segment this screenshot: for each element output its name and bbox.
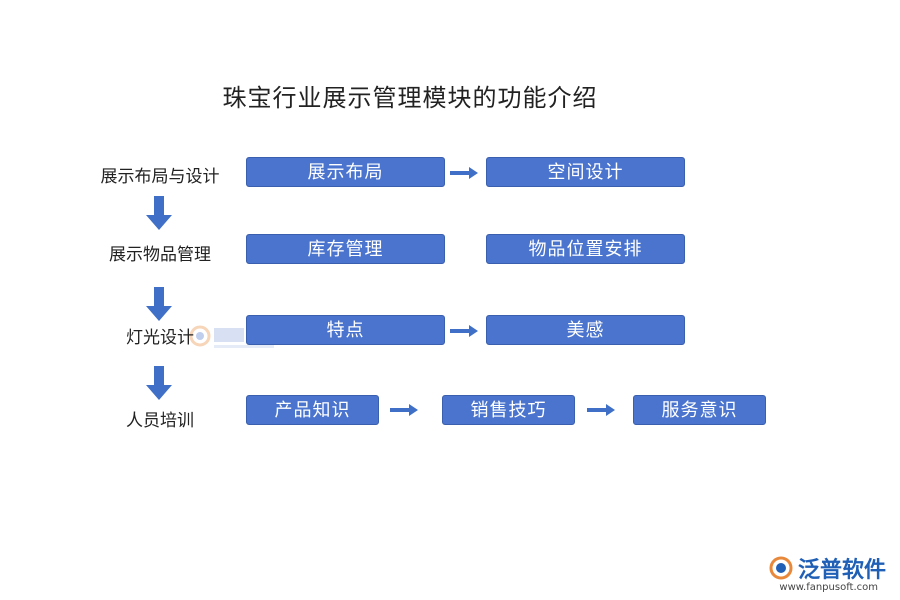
box-product-knowledge: 产品知识 <box>246 395 379 425</box>
box-inventory-management: 库存管理 <box>246 234 445 264</box>
box-display-layout: 展示布局 <box>246 157 445 187</box>
down-arrow-icon <box>146 366 172 400</box>
brand-name: 泛普软件 <box>797 558 886 583</box>
down-arrow-icon <box>146 287 172 321</box>
brand-logo-icon <box>769 556 793 580</box>
stage-label-item-management: 展示物品管理 <box>109 245 211 265</box>
right-arrow-icon <box>390 404 418 416</box>
box-features: 特点 <box>246 315 445 345</box>
stage-label-staff-training: 人员培训 <box>126 411 194 431</box>
stage-label-lighting-design: 灯光设计 <box>126 328 194 348</box>
stage-label-display-layout: 展示布局与设计 <box>100 167 220 187</box>
diagram-title: 珠宝行业展示管理模块的功能介绍 <box>222 84 598 112</box>
brand-url: www.fanpusoft.com <box>779 582 878 593</box>
right-arrow-icon <box>450 167 478 179</box>
down-arrow-icon <box>146 196 172 230</box>
box-space-design: 空间设计 <box>486 157 685 187</box>
box-service-awareness: 服务意识 <box>633 395 766 425</box>
box-aesthetics: 美感 <box>486 315 685 345</box>
watermark-logo-icon <box>189 325 274 348</box>
box-item-placement: 物品位置安排 <box>486 234 685 264</box>
right-arrow-icon <box>587 404 615 416</box>
right-arrow-icon <box>450 325 478 337</box>
brand-logo: 泛普软件 <box>768 550 886 586</box>
box-sales-skills: 销售技巧 <box>442 395 575 425</box>
